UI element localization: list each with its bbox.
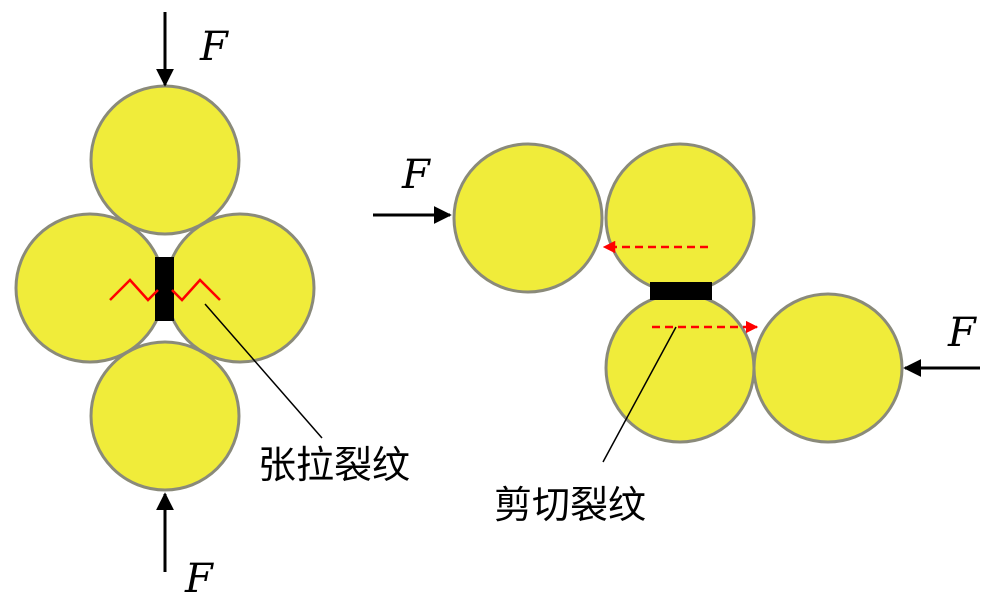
particle-bottom xyxy=(89,340,241,492)
force-label-top: F xyxy=(199,24,229,70)
tension-crack-left xyxy=(109,278,159,302)
particle-upper-left xyxy=(452,142,604,294)
particle-left xyxy=(14,212,166,364)
particle-upper-right xyxy=(604,142,756,294)
particle-right xyxy=(164,212,316,364)
particle-top xyxy=(89,84,241,236)
force-label-bottom: F xyxy=(184,556,214,600)
tension-crack-right xyxy=(171,278,221,302)
shear-bond xyxy=(650,282,712,300)
shear-group: F F 剪切裂纹 xyxy=(373,142,980,527)
particle-lower-right xyxy=(752,292,904,444)
particle-lower-left xyxy=(604,292,756,444)
tension-crack-label: 张拉裂纹 xyxy=(258,443,410,487)
tension-bond xyxy=(155,257,174,321)
tension-leader-line xyxy=(204,303,323,439)
shear-leader-line xyxy=(602,326,677,463)
force-label-right: F xyxy=(947,310,977,356)
shear-crack-label: 剪切裂纹 xyxy=(494,483,646,527)
tension-group: F F 张拉裂纹 xyxy=(14,12,410,600)
force-label-left: F xyxy=(401,152,431,198)
